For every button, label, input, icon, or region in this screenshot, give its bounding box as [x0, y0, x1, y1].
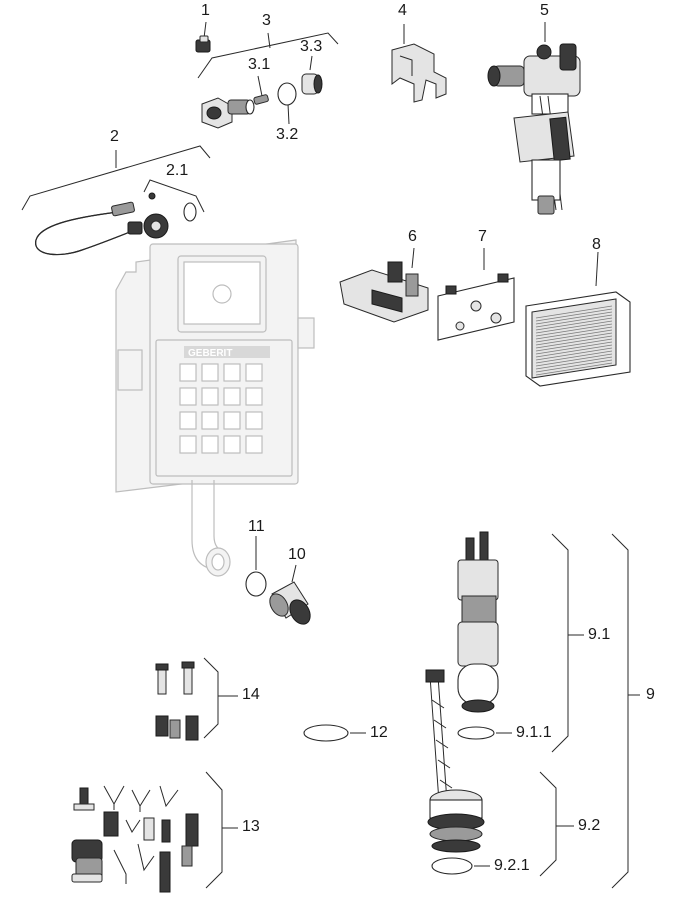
- part-2-1-seal: [148, 192, 197, 222]
- filter-fin: [535, 350, 613, 364]
- callout-9-2-1: 9.2.1: [494, 857, 530, 874]
- grid-tile: [201, 363, 219, 382]
- grid-tile: [245, 411, 263, 430]
- callout-3-3: 3.3: [300, 38, 323, 55]
- filter-fin: [535, 335, 613, 349]
- filter-fin: [535, 323, 613, 337]
- part-9-1-flush-valve: [457, 531, 499, 713]
- grid-tile: [179, 363, 197, 382]
- grid-tile: [179, 411, 197, 430]
- filter-fin: [535, 344, 613, 358]
- part-9-2-outlet: [425, 669, 485, 853]
- part-10-sleeve: [269, 581, 311, 625]
- callout-11: 11: [248, 518, 265, 535]
- part-6-holder: [339, 261, 429, 323]
- callout-7: 7: [478, 228, 487, 245]
- grid-tile: [201, 387, 219, 406]
- part-13-clip-set: [71, 785, 199, 893]
- part-5-fill-valve: [487, 43, 581, 215]
- filter-fin: [535, 347, 613, 361]
- filter-fin: [535, 311, 613, 325]
- grid-tile: [179, 435, 197, 454]
- callout-2: 2: [110, 128, 119, 145]
- part-7-mounting-plate: [437, 273, 515, 341]
- callout-6: 6: [408, 228, 417, 245]
- filter-fin: [535, 320, 613, 334]
- part-3-valve-connection: [201, 97, 255, 129]
- callout-3-1: 3.1: [248, 56, 271, 73]
- grid-tile: [201, 411, 219, 430]
- filter-fin: [535, 317, 613, 331]
- grid-tile: [245, 387, 263, 406]
- part-9-2-1-seal: [431, 857, 473, 875]
- filter-fin: [535, 308, 613, 322]
- filter-fin: [535, 341, 613, 355]
- filter-fin: [535, 305, 613, 319]
- callout-3: 3: [262, 12, 271, 29]
- part-12-seal: [303, 724, 349, 742]
- grid-tile: [223, 435, 241, 454]
- callout-9-1: 9.1: [588, 626, 611, 643]
- grid-tile: [245, 435, 263, 454]
- callout-9-1-1: 9.1.1: [516, 724, 552, 741]
- callout-3-2: 3.2: [276, 126, 299, 143]
- grid-tile: [201, 435, 219, 454]
- flush-plate-grid: [179, 363, 263, 454]
- callout-8: 8: [592, 236, 601, 253]
- leader-lines: [21, 21, 640, 889]
- grid-tile: [223, 411, 241, 430]
- part-3-2-ring: [277, 82, 297, 106]
- part-3-3-nut: [301, 73, 323, 95]
- callout-10: 10: [288, 546, 306, 563]
- part-8-service-box: [525, 291, 631, 387]
- brand-logo: GEBERIT: [188, 348, 232, 359]
- grid-tile: [223, 363, 241, 382]
- part-4-clip: [391, 43, 447, 103]
- grid-tile: [223, 387, 241, 406]
- grid-tile: [179, 387, 197, 406]
- filter-fin: [535, 353, 613, 367]
- filter-fin: [535, 362, 613, 376]
- callout-9: 9: [646, 686, 655, 703]
- callout-9-2: 9.2: [578, 817, 601, 834]
- part-1-plug: [195, 35, 211, 53]
- part-11-seal: [245, 571, 267, 597]
- callout-5: 5: [540, 2, 549, 19]
- filter-fin: [535, 314, 613, 328]
- filter-fin: [535, 356, 613, 370]
- filter-fin: [535, 332, 613, 346]
- part-9-1-1-seal: [457, 726, 495, 740]
- part-3-1-nipple: [253, 94, 269, 105]
- callout-12: 12: [370, 724, 388, 741]
- callout-1: 1: [201, 2, 210, 19]
- part-2-hose: [35, 201, 169, 256]
- callout-13: 13: [242, 818, 260, 835]
- callout-14: 14: [242, 686, 260, 703]
- callout-4: 4: [398, 2, 407, 19]
- filter-fin: [535, 326, 613, 340]
- filter-fin: [535, 338, 613, 352]
- part-14-fixings: [155, 661, 199, 741]
- filter-fin: [535, 359, 613, 373]
- cistern-frame: GEBERIT: [115, 239, 315, 577]
- filter-fin: [535, 329, 613, 343]
- callout-2-1: 2.1: [166, 162, 189, 179]
- filter-fins: [535, 305, 613, 376]
- grid-tile: [245, 363, 263, 382]
